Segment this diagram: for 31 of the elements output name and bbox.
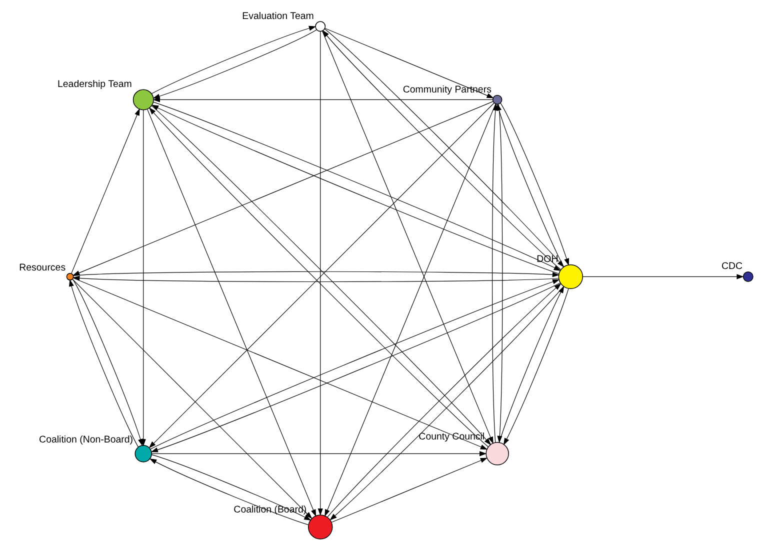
node-circle bbox=[315, 21, 326, 32]
node-label: CDC bbox=[721, 261, 743, 272]
arrow bbox=[72, 276, 560, 282]
node-circle bbox=[308, 514, 333, 540]
arrow bbox=[582, 274, 744, 280]
arrow bbox=[322, 30, 494, 444]
arrow bbox=[318, 31, 323, 516]
arrow bbox=[71, 108, 140, 274]
node-label: Resources bbox=[19, 262, 66, 274]
node-circle bbox=[486, 442, 509, 466]
arrow bbox=[73, 271, 560, 278]
node-circle bbox=[558, 264, 584, 290]
arrow bbox=[324, 28, 494, 98]
node-circle bbox=[742, 271, 754, 282]
arrow bbox=[72, 278, 312, 519]
arrow bbox=[152, 97, 493, 102]
arrow bbox=[492, 103, 498, 443]
node-circle bbox=[66, 272, 74, 280]
arrow bbox=[72, 278, 488, 450]
arrow bbox=[324, 104, 496, 517]
node-circle bbox=[134, 445, 152, 462]
arrow bbox=[151, 451, 487, 456]
arrow bbox=[147, 108, 316, 517]
node-circle bbox=[492, 94, 502, 105]
arrow bbox=[72, 101, 494, 276]
node-label: Leadership Team bbox=[57, 78, 132, 90]
node-label: Coalition (Non-Board) bbox=[39, 434, 134, 446]
arrow bbox=[331, 458, 488, 523]
node-label: Evaluation Team bbox=[242, 10, 314, 22]
node-circle bbox=[132, 89, 154, 110]
arrow bbox=[140, 110, 146, 446]
